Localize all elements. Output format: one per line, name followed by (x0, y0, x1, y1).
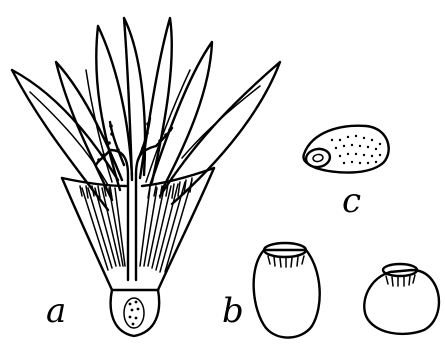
corolla-tube (62, 168, 214, 290)
figure-c-seed: c (304, 126, 389, 221)
label-a: a (46, 291, 66, 331)
figure-b-achenes: b (222, 243, 439, 338)
achene-elongated (254, 243, 320, 338)
achene-round (364, 264, 439, 334)
seed-stippling (331, 135, 381, 164)
figure-a-floret: a (12, 18, 280, 336)
label-c: c (342, 181, 361, 221)
corolla-lobes (12, 18, 280, 210)
style-and-stigma (96, 118, 172, 280)
label-b: b (222, 291, 244, 331)
ovary (111, 290, 160, 336)
